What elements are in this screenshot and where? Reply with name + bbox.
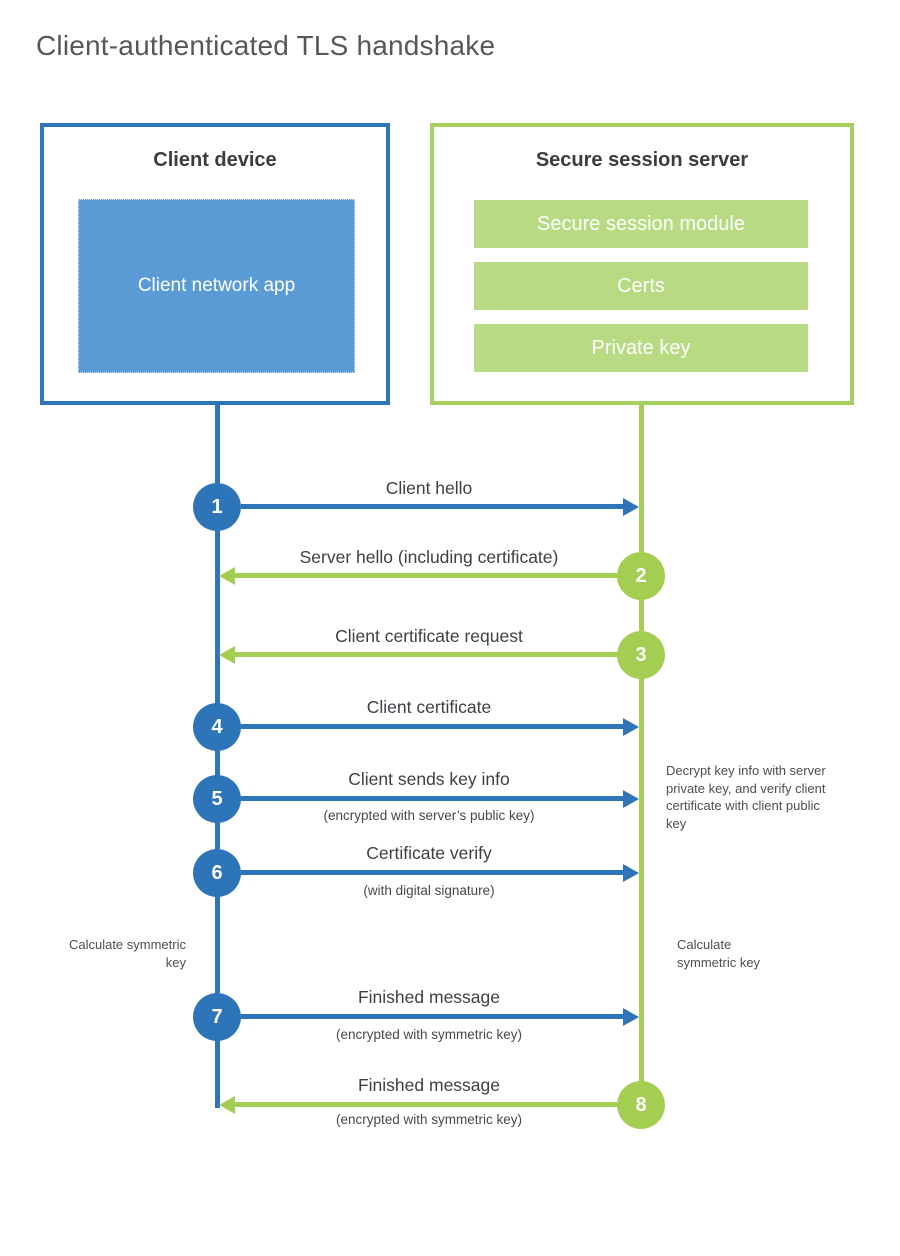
client-lifeline	[215, 405, 220, 1108]
message-label: Certificate verify	[366, 843, 492, 863]
arrow-right-icon	[623, 1008, 639, 1026]
calculate-symmetric-key-note-client: Calculate symmetric key	[68, 937, 186, 970]
message-arrow-line	[241, 796, 625, 801]
message-label: Client certificate	[366, 697, 492, 717]
step-circle: 2	[617, 552, 665, 600]
arrow-right-icon	[623, 864, 639, 882]
message-label: Client certificate request	[335, 626, 523, 646]
message-label: Client sends key info	[348, 769, 510, 789]
client-network-app-box: Client network app	[78, 199, 355, 373]
message-label: Server hello (including certificate)	[299, 547, 559, 567]
arrow-left-icon	[219, 646, 235, 664]
step-circle: 1	[193, 483, 241, 531]
client-network-app-label: Client network app	[137, 275, 296, 296]
message-arrow-line	[241, 1014, 625, 1019]
arrow-right-icon	[623, 498, 639, 516]
decrypt-key-note: Decrypt key info with server private key…	[666, 763, 826, 831]
step-circle: 3	[617, 631, 665, 679]
calculate-symmetric-key-note-server: Calculate symmetric key	[677, 937, 761, 970]
client-device-box: Client device Client network app	[40, 123, 390, 405]
arrow-left-icon	[219, 1096, 235, 1114]
step-circle: 7	[193, 993, 241, 1041]
step-circle: 8	[617, 1081, 665, 1129]
message-arrow-line	[241, 504, 625, 509]
server-module-secure-session: Secure session module	[474, 200, 808, 248]
message-arrow-line	[241, 870, 625, 875]
message-sublabel: (with digital signature)	[363, 883, 495, 898]
server-module-certs: Certs	[474, 262, 808, 310]
message-arrow-line	[233, 1102, 617, 1107]
message-label: Finished message	[357, 1075, 501, 1095]
step-circle: 5	[193, 775, 241, 823]
secure-session-server-box: Secure session server Secure session mod…	[430, 123, 854, 405]
message-sublabel: (encrypted with server’s public key)	[323, 808, 535, 823]
message-label: Finished message	[357, 987, 501, 1007]
page-title: Client-authenticated TLS handshake	[36, 30, 496, 61]
message-arrow-line	[233, 573, 617, 578]
message-arrow-line	[233, 652, 617, 657]
arrow-right-icon	[623, 718, 639, 736]
message-label: Client hello	[385, 478, 473, 498]
message-arrow-line	[241, 724, 625, 729]
secure-session-server-heading: Secure session server	[535, 149, 749, 171]
arrow-left-icon	[219, 567, 235, 585]
client-device-heading: Client device	[153, 149, 277, 171]
server-module-private-key: Private key	[474, 324, 808, 372]
arrow-right-icon	[623, 790, 639, 808]
server-lifeline	[639, 405, 644, 1105]
message-sublabel: (encrypted with symmetric key)	[335, 1112, 523, 1127]
step-circle: 4	[193, 703, 241, 751]
message-sublabel: (encrypted with symmetric key)	[335, 1027, 523, 1042]
step-circle: 6	[193, 849, 241, 897]
